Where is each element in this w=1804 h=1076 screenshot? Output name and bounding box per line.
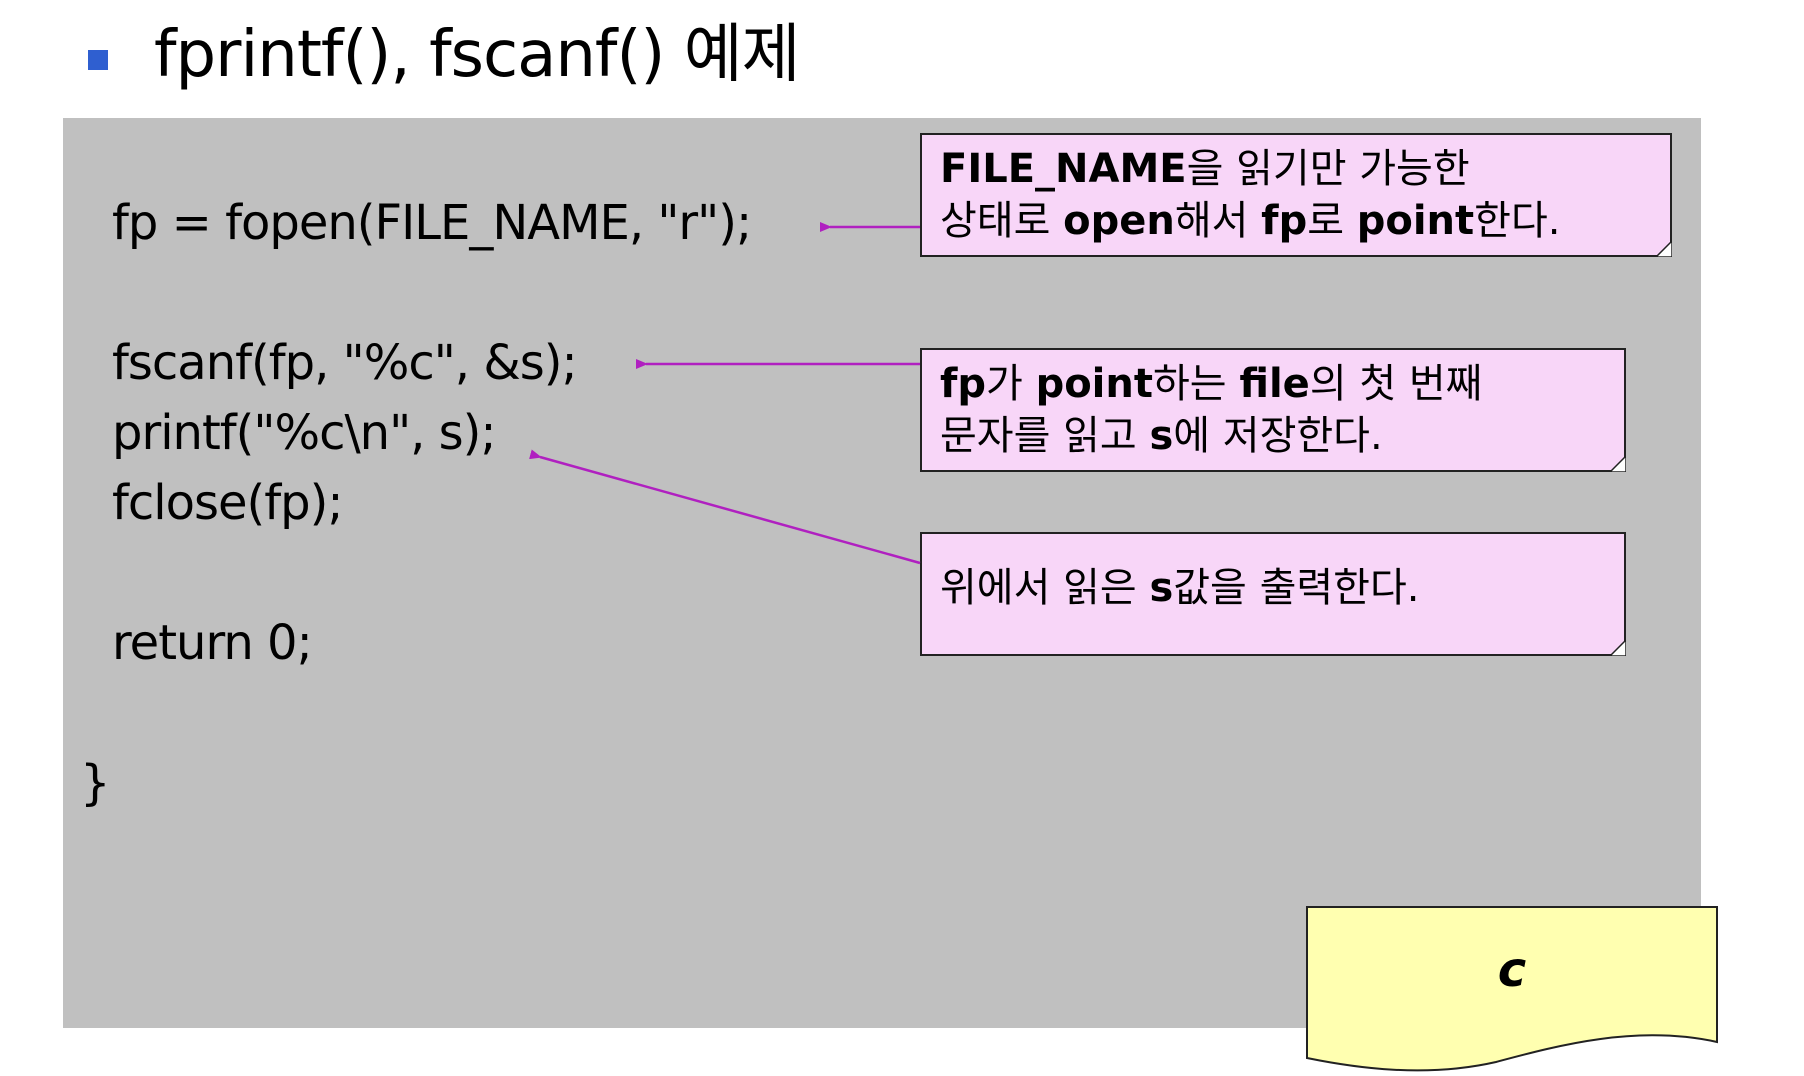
note-fscanf: fp가 point하는 file의 첫 번째 문자를 읽고 s에 저장한다. [920, 348, 1626, 472]
note-text-segment: file [1239, 361, 1310, 407]
note-text-segment: 의 첫 번째 [1309, 361, 1483, 407]
note-text-segment: open [1063, 198, 1175, 244]
note-text-segment: point [1035, 361, 1153, 407]
note-text-segment: s [1149, 413, 1174, 459]
note-printf: 위에서 읽은 s값을 출력한다. [920, 532, 1626, 656]
note-text-segment: 에 저장한다. [1173, 413, 1383, 459]
note-fold-icon [1656, 241, 1672, 257]
code-line-printf: printf("%c\n", s); [112, 405, 497, 461]
note-text-segment: 을 읽기만 가능한 [1186, 146, 1470, 192]
note-text-segment: point [1356, 198, 1475, 244]
note-text-segment: 하는 [1152, 361, 1240, 407]
note-text-segment: fp [1261, 198, 1308, 244]
note-text-segment: 해서 [1174, 198, 1262, 244]
code-line-fopen: fp = fopen(FILE_NAME, "r"); [112, 195, 752, 251]
code-line-return: return 0; [112, 615, 313, 671]
note-text-segment: 값을 출력한다. [1173, 565, 1420, 611]
note-printf-line-1: 위에서 읽은 s값을 출력한다. [940, 562, 1606, 614]
note-fopen-line-2: 상태로 open해서 fp로 point한다. [940, 195, 1652, 247]
note-text-segment: 상태로 [940, 198, 1064, 244]
code-line-closing-brace: } [80, 755, 111, 811]
note-fold-icon [1610, 456, 1626, 472]
note-text-segment: 위에서 읽은 [940, 565, 1150, 611]
code-line-fclose: fclose(fp); [112, 475, 344, 531]
note-fold-icon [1610, 640, 1626, 656]
slide-title: fprintf(), fscanf() 예제 [154, 18, 800, 92]
note-fscanf-line-1: fp가 point하는 file의 첫 번째 [940, 358, 1606, 410]
note-text-segment: fp [940, 361, 987, 407]
note-text-segment: 문자를 읽고 [940, 413, 1150, 459]
note-fopen: FILE_NAME을 읽기만 가능한 상태로 open해서 fp로 point한… [920, 133, 1672, 257]
code-line-fscanf: fscanf(fp, "%c", &s); [112, 335, 578, 391]
note-fopen-line-1: FILE_NAME을 읽기만 가능한 [940, 143, 1652, 195]
title-bullet-icon [88, 50, 108, 70]
output-document: c [1306, 906, 1718, 1074]
note-text-segment: 한다. [1474, 198, 1561, 244]
note-text-segment: FILE_NAME [940, 146, 1187, 192]
output-label: c [1497, 942, 1527, 998]
document-shape-icon [1306, 906, 1718, 1072]
note-fscanf-line-2: 문자를 읽고 s에 저장한다. [940, 410, 1606, 462]
note-text-segment: 로 [1307, 198, 1357, 244]
note-text-segment: s [1149, 565, 1174, 611]
note-text-segment: 가 [986, 361, 1036, 407]
